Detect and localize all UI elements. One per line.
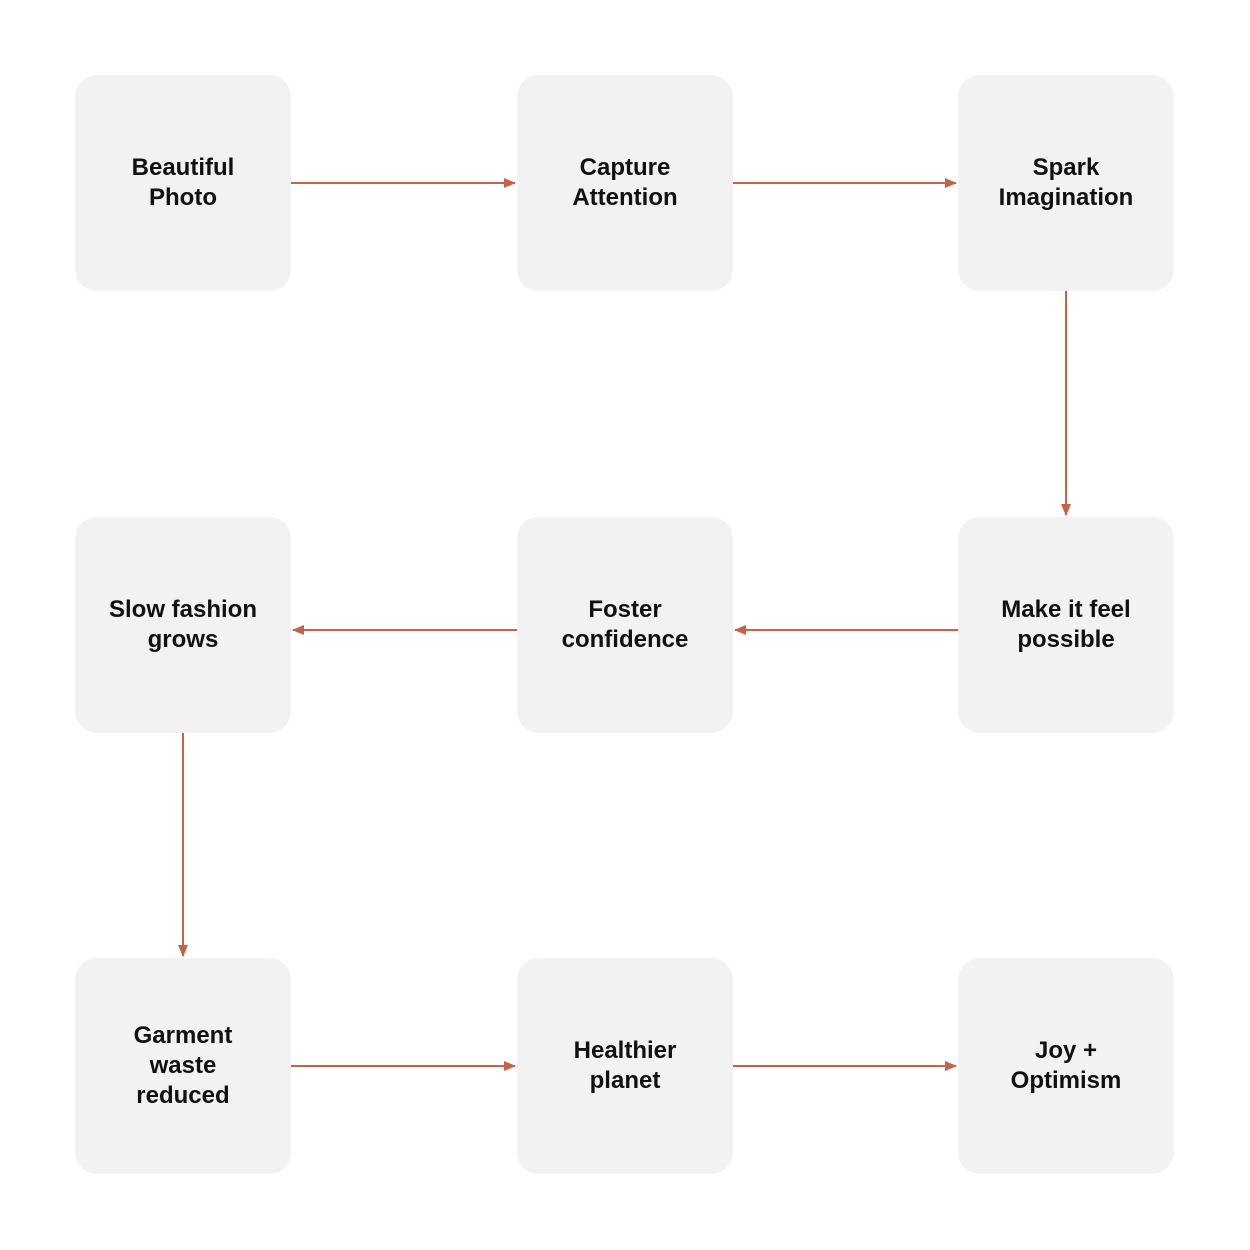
node-label: Beautiful Photo	[131, 154, 235, 211]
node-label: Make it feel possible	[1001, 596, 1131, 653]
node-healthier-planet: Healthier planet	[517, 958, 733, 1174]
node-foster-confidence: Foster confidence	[517, 517, 733, 733]
node-label: Foster confidence	[561, 596, 689, 653]
node-label: Slow fashion grows	[108, 596, 257, 653]
node-label: Garment waste reduced	[133, 1022, 233, 1109]
node-label: Healthier planet	[573, 1037, 677, 1094]
node-label: Joy + Optimism	[1010, 1037, 1122, 1094]
node-make-it-feel-possible: Make it feel possible	[958, 517, 1174, 733]
node-label: Spark Imagination	[998, 154, 1134, 211]
node-joy-optimism: Joy + Optimism	[958, 958, 1174, 1174]
node-garment-waste-reduced: Garment waste reduced	[75, 958, 291, 1174]
node-capture-attention: Capture Attention	[517, 75, 733, 291]
node-spark-imagination: Spark Imagination	[958, 75, 1174, 291]
node-beautiful-photo: Beautiful Photo	[75, 75, 291, 291]
node-label: Capture Attention	[572, 154, 678, 211]
node-slow-fashion-grows: Slow fashion grows	[75, 517, 291, 733]
